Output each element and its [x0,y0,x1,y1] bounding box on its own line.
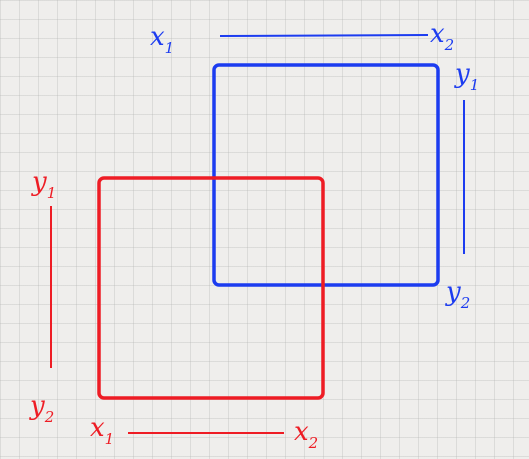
red-box-group: y1 y2 x1 x2 [29,167,325,452]
red-y2-base: y [29,391,45,421]
red-x1-subscript: 1 [105,430,115,448]
blue-x2-base: x [430,19,445,49]
blue-x2-subscript: 2 [444,36,455,54]
blue-x2-label: x2 [430,19,454,54]
red-x2-base: x [294,417,309,447]
blue-x1-label: x1 [150,22,174,57]
blue-x1-base: x [150,22,165,52]
red-x2-label: x2 [294,417,318,452]
red-x2-subscript: 2 [308,434,319,452]
blue-y1-base: y [454,59,470,89]
blue-y1-label: y1 [454,59,479,94]
red-y1-subscript: 1 [47,184,57,202]
red-y2-label: y2 [29,391,54,426]
blue-rectangle [212,63,440,287]
red-y1-base: y [31,167,47,197]
red-rectangle [97,176,325,400]
blue-x1-subscript: 1 [165,39,175,57]
blue-y2-label: y2 [445,277,470,312]
red-x1-base: x [90,413,105,443]
blue-y2-base: y [445,277,461,307]
red-y2-subscript: 2 [44,408,55,426]
blue-y2-subscript: 2 [460,294,471,312]
red-x1-label: x1 [90,413,114,448]
blue-box-group: x1 x2 y1 y2 [150,19,479,312]
red-y1-label: y1 [31,167,56,202]
blue-width-line [219,34,429,37]
blue-y1-subscript: 1 [470,76,480,94]
